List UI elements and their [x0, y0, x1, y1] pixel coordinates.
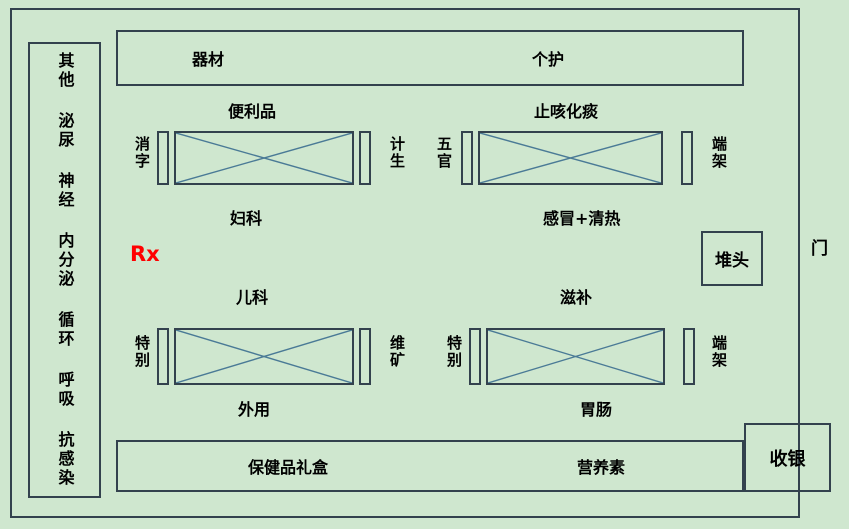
shelf-cross-lines	[488, 330, 663, 383]
gondola-row1-left	[157, 131, 371, 185]
shelf-end-cap	[683, 328, 695, 385]
zone-label-topical: 外用	[238, 400, 271, 419]
sidebar-category-anti-infection: 抗感染	[55, 431, 75, 488]
side-label-special-left: 特别	[133, 335, 151, 369]
cashier-counter: 收银	[744, 423, 831, 492]
shelf-end-cap	[359, 131, 371, 185]
shelf-end-cap	[681, 131, 693, 185]
shelf-end-cap	[359, 328, 371, 385]
shelf-end-cap	[461, 131, 473, 185]
zone-label-tonic: 滋补	[560, 288, 593, 307]
side-label-end-rack-row2: 端架	[710, 335, 728, 369]
top-shelf-label-equipment: 器材	[192, 50, 225, 69]
shelf-cross-lines	[480, 133, 661, 183]
side-label-end-rack-row1: 端架	[710, 136, 728, 170]
shelf-cross-lines	[176, 330, 352, 383]
shelf-cross-lines	[176, 133, 352, 183]
zone-label-cough-phlegm: 止咳化痰	[534, 102, 599, 121]
shelf-body	[486, 328, 665, 385]
side-label-family-planning: 计生	[388, 136, 406, 170]
zone-label-gastrointestinal: 胃肠	[580, 400, 613, 419]
shelf-end-cap	[157, 131, 169, 185]
sidebar-category-nervous: 神经	[55, 172, 75, 210]
sidebar-category-endocrine: 内分泌	[55, 232, 75, 289]
bottom-wall-shelf: 保健品礼盒 营养素	[116, 440, 744, 492]
sidebar-category-respiratory: 呼吸	[55, 371, 75, 409]
shelf-body	[174, 131, 354, 185]
zone-label-pediatrics: 儿科	[236, 288, 269, 307]
gondola-row1-right	[461, 131, 693, 185]
door-label: 门	[811, 239, 828, 259]
shelf-body	[174, 328, 354, 385]
shelf-body	[478, 131, 663, 185]
pile-head-label: 堆头	[715, 251, 749, 271]
top-wall-shelf: 器材 个护	[116, 30, 744, 86]
shelf-end-cap	[469, 328, 481, 385]
zone-label-convenience: 便利品	[228, 102, 277, 121]
bottom-shelf-label-gift-boxes: 保健品礼盒	[248, 458, 329, 477]
pile-head-display: 堆头	[701, 231, 763, 286]
side-label-special-right: 特别	[445, 335, 463, 369]
side-label-ent: 五官	[435, 136, 453, 170]
sidebar-category-other: 其他	[55, 52, 75, 90]
sidebar-category-urology: 泌尿	[55, 112, 75, 150]
store-outline	[10, 8, 800, 518]
gondola-row2-right	[469, 328, 695, 385]
sidebar-category-circulation: 循环	[55, 311, 75, 349]
shelf-end-cap	[157, 328, 169, 385]
zone-label-cold-heat: 感冒+清热	[543, 209, 621, 228]
cashier-label: 收银	[769, 448, 806, 470]
rx-label: Rx	[130, 242, 160, 266]
top-shelf-label-personal-care: 个护	[532, 50, 565, 69]
category-sidebar: 其他 泌尿 神经 内分泌 循环 呼吸 抗感染	[28, 42, 101, 498]
gondola-row2-left	[157, 328, 371, 385]
bottom-shelf-label-nutrients: 营养素	[577, 458, 626, 477]
side-label-disinfection: 消字	[133, 136, 151, 170]
zone-label-gynecology: 妇科	[230, 209, 263, 228]
side-label-vitamins-minerals: 维矿	[388, 335, 406, 369]
